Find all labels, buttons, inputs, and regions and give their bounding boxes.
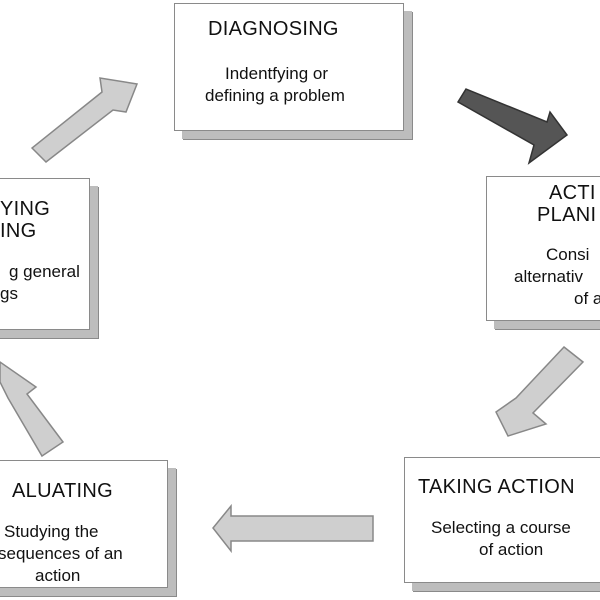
stage-description-action-planning-line-1: Consi	[546, 245, 590, 264]
stage-description-specifying-learning-line-2: gs	[0, 284, 18, 303]
stage-title-specifying-learning-line-1: YING	[0, 198, 51, 220]
stage-title-action-planning-line-2: PLANI	[537, 204, 597, 226]
arrow-evaluating-to-learning-icon	[0, 361, 65, 458]
stage-title-diagnosing: DIAGNOSING	[208, 18, 339, 40]
stage-box-specifying-learning	[0, 178, 90, 330]
arrow-diagnosing-to-planning-icon	[456, 88, 569, 165]
stage-box-taking-action	[404, 457, 600, 583]
stage-description-action-planning-line-3: of a	[574, 289, 600, 308]
arrow-taking-action-to-evaluating-icon	[212, 503, 374, 554]
stage-description-taking-action-line-2: of action	[479, 540, 544, 559]
stage-description-diagnosing-line-1: Indentfying or	[225, 64, 329, 83]
stage-description-evaluating-line-3: action	[35, 566, 81, 585]
stage-title-action-planning-line-1: ACTI	[549, 182, 596, 204]
stage-box-diagnosing	[174, 3, 404, 131]
stage-description-evaluating-line-2: sequences of an	[0, 544, 123, 563]
arrow-learning-to-diagnosing-icon	[30, 77, 139, 163]
stage-title-taking-action: TAKING ACTION	[418, 476, 575, 498]
arrow-planning-to-taking-action-icon	[495, 345, 585, 437]
stage-box-action-planning	[486, 176, 600, 321]
stage-title-specifying-learning-line-2: ING	[0, 220, 37, 242]
stage-description-action-planning-line-2: alternativ	[514, 267, 583, 286]
stage-description-evaluating-line-1: Studying the	[4, 522, 99, 541]
stage-description-taking-action-line-1: Selecting a course	[431, 518, 571, 537]
stage-title-evaluating: ALUATING	[12, 480, 113, 502]
stage-description-specifying-learning-line-1: g general	[9, 262, 80, 281]
stage-box-evaluating	[0, 460, 168, 588]
stage-description-diagnosing-line-2: defining a problem	[205, 86, 345, 105]
